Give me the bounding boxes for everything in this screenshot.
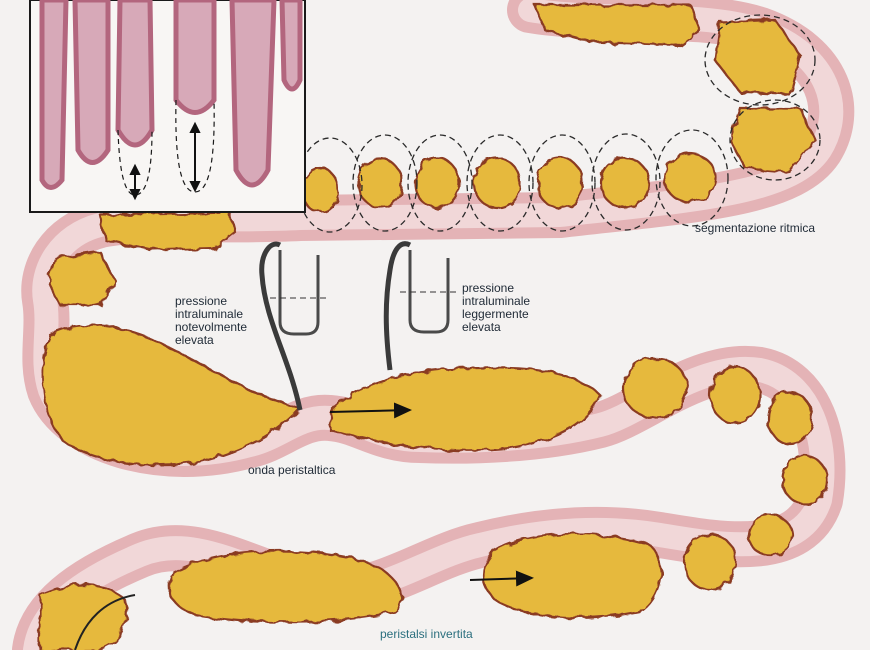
chyme-right-5 xyxy=(748,515,792,555)
villus xyxy=(42,0,66,188)
chyme-right-6 xyxy=(684,534,736,590)
chyme-segment-1 xyxy=(358,159,402,207)
chyme-bottom-left xyxy=(168,551,401,622)
label-peristalsi-invertita: peristalsi invertita xyxy=(380,628,473,641)
label-pressione-notevolmente-elevata: pressione intraluminale notevolmente ele… xyxy=(175,295,247,347)
manometer-left xyxy=(262,244,330,410)
manometer-right-tube xyxy=(410,250,448,332)
chyme-segment-3 xyxy=(474,158,520,208)
chyme-segment-4 xyxy=(537,158,583,208)
chyme-left-upper xyxy=(100,212,235,250)
chyme-right-1 xyxy=(623,358,687,418)
chyme-segment-2 xyxy=(415,158,459,208)
chyme-bottom-edge xyxy=(40,585,126,650)
chyme-right-3 xyxy=(768,392,812,444)
chyme-left-side xyxy=(48,252,115,305)
chyme-right-4 xyxy=(783,456,827,504)
label-onda-peristaltica: onda peristaltica xyxy=(248,464,335,477)
label-pressione-leggermente-elevata: pressione intraluminale leggermente elev… xyxy=(462,282,530,334)
chyme-bottom-center xyxy=(483,534,661,618)
villus xyxy=(176,0,214,113)
label-segmentazione-ritmica: segmentazione ritmica xyxy=(695,222,815,235)
chyme-segment-7 xyxy=(302,168,338,212)
manometer-left-tube xyxy=(280,250,318,334)
manometer-right-catheter xyxy=(386,244,410,370)
chyme-top-left xyxy=(535,5,700,45)
villus xyxy=(282,0,300,89)
chyme-segment-6 xyxy=(664,154,716,202)
villus xyxy=(75,0,108,163)
manometer-right xyxy=(386,244,460,370)
chyme-segment-5 xyxy=(601,158,649,208)
villus xyxy=(232,0,274,185)
villi-inset xyxy=(30,0,305,212)
chyme-right-2 xyxy=(710,367,760,423)
villus xyxy=(118,0,152,145)
